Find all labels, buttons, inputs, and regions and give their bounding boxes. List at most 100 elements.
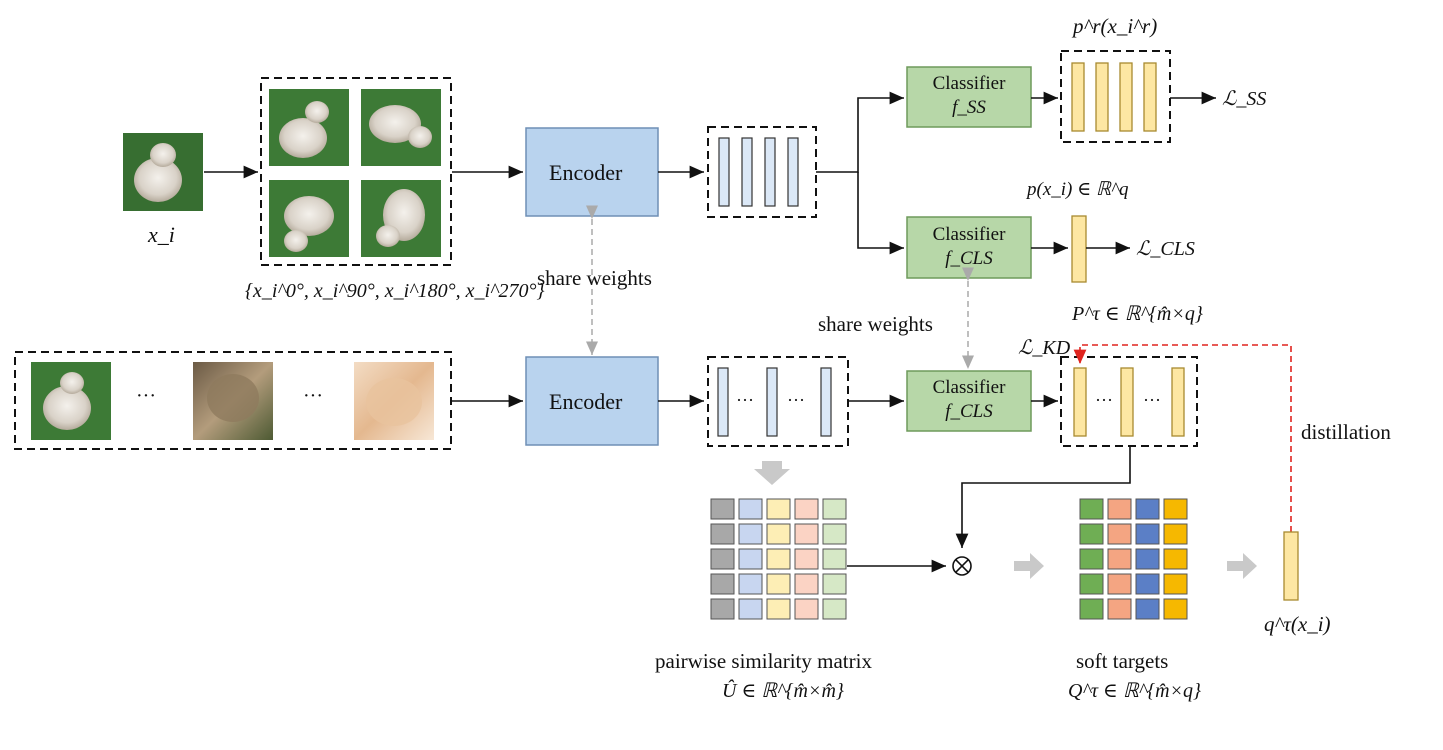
similarity-cell <box>710 573 735 595</box>
similarity-cell <box>766 498 791 520</box>
arrow-soft-targets-to-output <box>1227 553 1257 579</box>
soft-target-cell <box>1163 598 1188 620</box>
rotated-image-0 <box>269 89 349 166</box>
arrow-operator-to-soft-targets <box>1014 553 1044 579</box>
soft-target-vector-label: q^τ(x_i) <box>1264 612 1331 636</box>
distillation-label: distillation <box>1301 420 1391 444</box>
similarity-cell <box>794 498 819 520</box>
batch-image-3 <box>354 362 434 440</box>
loss-ss-label: ℒ_SS <box>1222 88 1267 110</box>
encoder-top <box>525 127 659 217</box>
classifier-cls-bottom <box>906 370 1032 432</box>
similarity-cell <box>822 523 847 545</box>
classifier-cls-bottom-title: Classifier <box>932 377 1006 398</box>
classifier-ss-symbol: f_SS <box>952 97 986 118</box>
similarity-cell <box>766 598 791 620</box>
encoder-bottom <box>525 356 659 446</box>
batch-ellipsis-2: ··· <box>303 385 323 407</box>
similarity-cell <box>738 573 763 595</box>
similarity-matrix-symbol: Û ∈ ℝ^{m̂×m̂} <box>722 680 844 702</box>
soft-target-cell <box>1079 523 1104 545</box>
classifier-cls-top-symbol: f_CLS <box>945 248 993 269</box>
soft-targets-symbol: Q^τ ∈ ℝ^{m̂×q} <box>1068 680 1202 702</box>
input-image <box>123 133 203 211</box>
rotation-set-box <box>260 77 452 266</box>
arrow-features-to-classifier-ss <box>816 91 904 173</box>
similarity-cell <box>794 573 819 595</box>
similarity-cell <box>738 548 763 570</box>
arrow-features-to-classifier-cls <box>857 172 904 255</box>
share-weights-classifiers-label: share weights <box>818 312 933 336</box>
rotated-image-270 <box>361 180 441 257</box>
similarity-cell <box>822 573 847 595</box>
similarity-cell <box>738 598 763 620</box>
similarity-cell <box>710 598 735 620</box>
encoder-bottom-label: Encoder <box>549 389 623 414</box>
soft-target-cell <box>1135 598 1160 620</box>
prob-ellipsis-1: ··· <box>1095 390 1113 410</box>
similarity-cell <box>794 548 819 570</box>
soft-target-cell <box>1079 598 1104 620</box>
similarity-matrix-caption: pairwise similarity matrix <box>655 649 872 673</box>
feature-ellipsis-2: ··· <box>787 390 805 410</box>
arrow-probs-to-operator <box>955 446 1131 548</box>
similarity-cell <box>710 548 735 570</box>
prob-vectors-bottom <box>1073 367 1185 437</box>
similarity-cell <box>710 523 735 545</box>
soft-target-cell <box>1135 548 1160 570</box>
ss-probability-vectors <box>1071 62 1157 132</box>
prob-matrix-box <box>1060 356 1198 447</box>
soft-target-cell <box>1079 548 1104 570</box>
soft-target-vector <box>1283 531 1299 601</box>
soft-target-cell <box>1163 573 1188 595</box>
soft-target-cell <box>1135 523 1160 545</box>
soft-target-cell <box>1107 598 1132 620</box>
soft-target-cell <box>1163 548 1188 570</box>
similarity-cell <box>766 523 791 545</box>
similarity-cell <box>766 573 791 595</box>
soft-target-cell <box>1107 573 1132 595</box>
rotation-set-label: {x_i^0°, x_i^90°, x_i^180°, x_i^270°} <box>245 280 545 302</box>
soft-targets-caption: soft targets <box>1076 649 1169 673</box>
cls-output-label: p(x_i) ∈ ℝ^q <box>1027 179 1129 200</box>
ss-output-label: p^r(x_i^r) <box>1073 14 1158 38</box>
soft-target-cell <box>1163 523 1188 545</box>
ss-output-box <box>1060 50 1171 143</box>
batch-image-2 <box>193 362 273 440</box>
cls-probability-vector <box>1071 215 1087 283</box>
similarity-cell <box>738 523 763 545</box>
encoder-top-label: Encoder <box>549 160 623 185</box>
similarity-cell <box>794 598 819 620</box>
soft-target-cell <box>1079 573 1104 595</box>
prob-ellipsis-2: ··· <box>1143 390 1161 410</box>
classifier-cls-top-title: Classifier <box>932 224 1006 245</box>
soft-target-cell <box>1079 498 1104 520</box>
soft-target-cell <box>1163 498 1188 520</box>
loss-cls-label: ℒ_CLS <box>1136 238 1195 260</box>
feature-vectors-bottom <box>717 367 832 437</box>
multiply-operator <box>952 556 972 576</box>
feature-box-top <box>707 126 817 218</box>
similarity-cell <box>738 498 763 520</box>
soft-target-cell <box>1135 498 1160 520</box>
soft-target-cell <box>1107 498 1132 520</box>
similarity-cell <box>794 523 819 545</box>
batch-ellipsis-1: ··· <box>136 385 156 407</box>
prob-matrix-label: P^τ ∈ ℝ^{m̂×q} <box>1072 303 1203 325</box>
input-image-label: x_i <box>148 222 175 247</box>
similarity-cell <box>822 548 847 570</box>
similarity-cell <box>822 598 847 620</box>
rotated-image-180 <box>269 180 349 257</box>
similarity-cell <box>710 498 735 520</box>
soft-target-cell <box>1135 573 1160 595</box>
distillation-path <box>1073 344 1292 532</box>
rotated-image-90 <box>361 89 441 166</box>
classifier-ss <box>906 66 1032 128</box>
soft-targets-matrix <box>1079 498 1188 620</box>
soft-target-cell <box>1107 548 1132 570</box>
similarity-cell <box>822 498 847 520</box>
similarity-cell <box>766 548 791 570</box>
share-weights-encoders-label: share weights <box>537 266 652 290</box>
classifier-ss-title: Classifier <box>932 73 1006 94</box>
